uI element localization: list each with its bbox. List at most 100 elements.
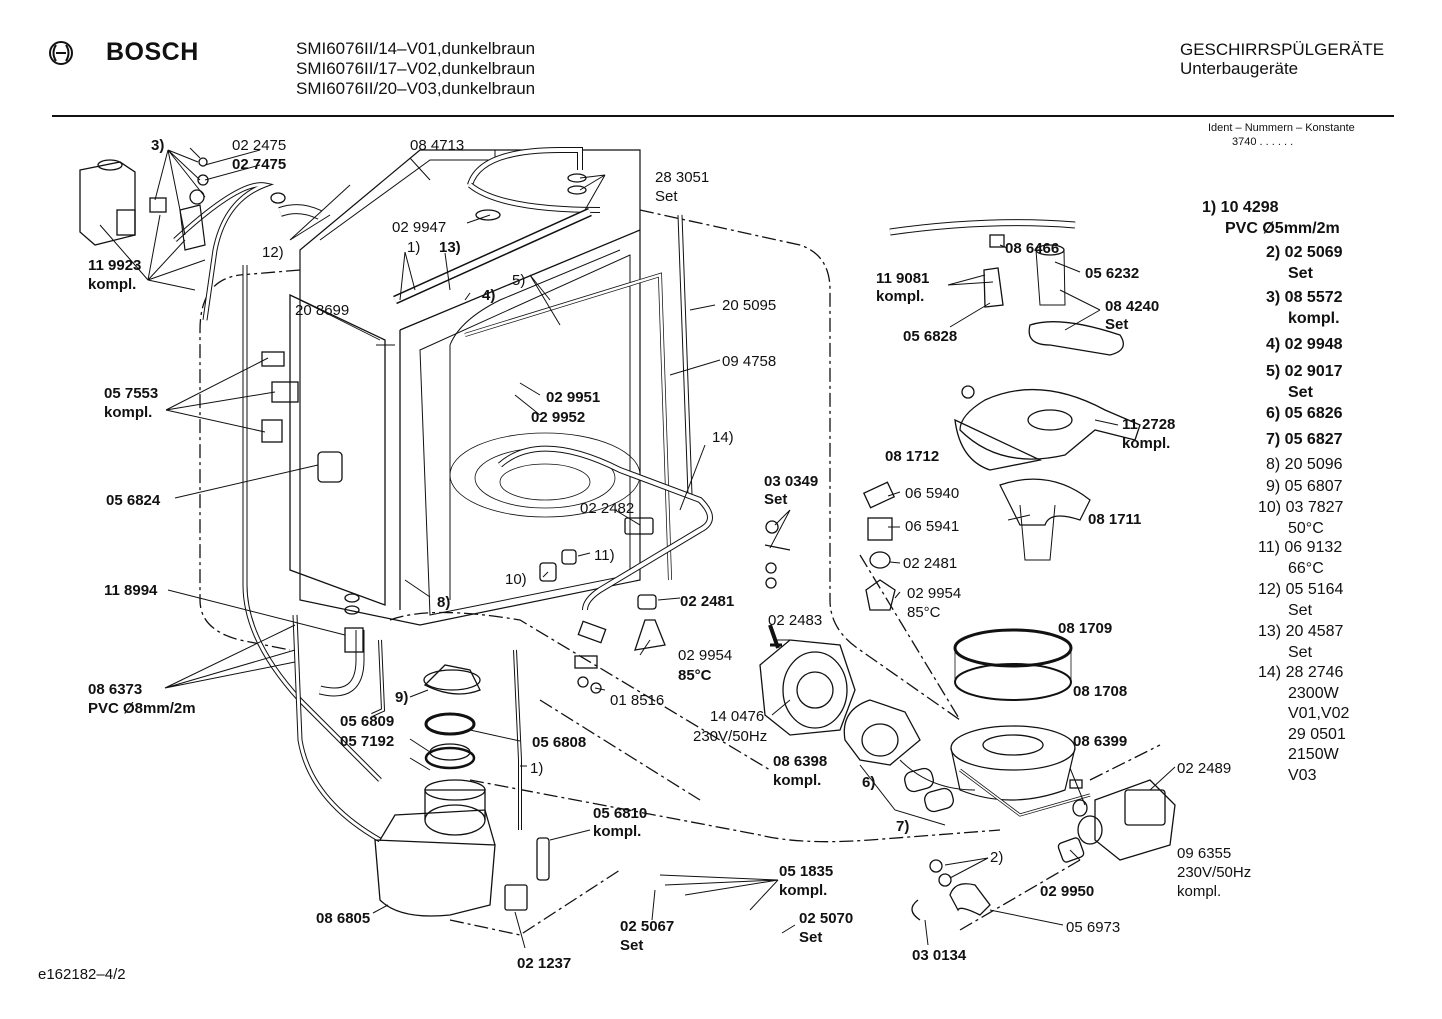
header-rule [52,115,1394,117]
bosch-logo: BOSCH [48,38,208,68]
callout-label-1: 1) [407,239,420,256]
legend-entry-line: PVC Ø5mm/2m [1225,219,1340,237]
ident-title: Ident – Nummern – Konstante [1208,122,1355,134]
legend-entry-line: V01,V02 [1288,705,1350,722]
callout-label-205095: 20 5095 [722,297,776,314]
callout-label-7: 7) [896,818,909,835]
callout-label-kompl7: kompl. [1122,435,1170,452]
ident-block: Ident – Nummern – Konstante 3740 . . . .… [1208,121,1355,149]
callout-label-119923: 11 9923 [88,257,141,274]
callout-label-056824: 05 6824 [106,492,161,509]
legend-entry-line: 3) 08 5572 [1266,289,1343,306]
callout-label-6: 6) [862,774,875,791]
callout-label-283051: 28 3051 [655,169,709,186]
legend-entry-line: 7) 05 6827 [1266,431,1343,448]
callout-label-9: 9) [395,689,408,706]
callout-label-12: 12) [262,244,284,261]
callout-label-086805: 08 6805 [316,910,370,927]
ident-value: 3740 . . . . . . [1232,136,1294,148]
callout-label-set3: Set [620,937,643,954]
callout-label-kompl4: kompl. [593,823,641,840]
legend-entry-line: 2300W [1288,684,1339,702]
callout-label-13: 13) [439,239,461,256]
callout-label-029952: 02 9952 [531,409,585,426]
callout-label-022482: 02 2482 [580,500,634,517]
callout-label-065940: 06 5940 [905,485,959,502]
callout-label-set5: Set [1105,316,1128,333]
callout-label-4: 4) [482,287,495,304]
callout-label-051835: 05 1835 [779,863,833,880]
callout-label-084240: 08 4240 [1105,298,1159,315]
callout-label-pvc8: PVC Ø8mm/2m [88,700,196,717]
legend-entry-line: Set [1288,383,1313,401]
model-line: SMI6076II/17–V02,dunkelbraun [296,59,536,78]
callout-label-081711: 08 1711 [1088,511,1141,528]
callout-label-set2: Set [764,491,787,508]
brand-name: BOSCH [106,38,199,66]
callout-label-056232: 05 6232 [1085,265,1139,282]
category-block: GESCHIRRSPÜLGERÄTE Unterbaugeräte [1180,40,1384,78]
callout-label-086398: 08 6398 [773,753,827,770]
callout-label-2: 2) [990,849,1003,866]
callout-label-kompl5: kompl. [779,882,827,899]
callout-label-056810: 05 6810 [593,805,647,822]
callout-label-kompl8: kompl. [1177,883,1221,900]
callout-label-208699: 20 8699 [295,302,349,319]
legend-entry-line: 2150W [1288,746,1339,763]
callout-label-022481a: 02 2481 [680,593,734,610]
callout-label-set1: Set [655,188,678,205]
callout-label-8: 8) [437,594,450,611]
callout-label-030349: 03 0349 [764,473,818,490]
callout-label-kompl2: kompl. [104,404,152,421]
callout-label-057192: 05 7192 [340,733,394,750]
callout-label-081709: 08 1709 [1058,620,1112,637]
callout-label-022489: 02 2489 [1177,760,1231,777]
legend-entry-line: 6) 05 6826 [1266,405,1343,422]
callout-label-030134: 03 0134 [912,947,967,964]
callout-label-065941: 06 5941 [905,518,959,535]
callout-label-11: 11) [594,547,615,564]
drawing-code: e162182–4/2 [38,966,126,983]
callout-label-kompl3: kompl. [773,772,821,789]
callout-label-056809: 05 6809 [340,713,394,730]
legend-entry-line: Set [1288,264,1313,282]
callout-label-14: 14) [712,429,734,446]
legend-entry-line: 8) 20 5096 [1266,456,1343,473]
legend-entry-line: 12) 05 5164 [1258,581,1344,598]
legend-entry-line: Set [1288,643,1313,661]
legend-entry-line: 10) 03 7827 [1258,499,1344,516]
callout-label-kompl1: kompl. [88,276,136,293]
legend-entry-line: 1) 10 4298 [1202,199,1279,216]
legend-entry-line: kompl. [1288,309,1340,327]
callout-label-029947: 02 9947 [392,219,446,236]
callout-label-029950: 02 9950 [1040,883,1094,900]
callout-label-056973: 05 6973 [1066,919,1120,936]
legend-entry-line: 50°C [1288,519,1324,537]
callout-label-029951: 02 9951 [546,389,600,406]
legend-entry-line: 66°C [1288,559,1324,577]
model-list: SMI6076II/14–V01,dunkelbraun SMI6076II/1… [296,39,535,99]
legend-entry-line: V03 [1288,766,1317,784]
legend-entry-line: Set [1288,601,1313,619]
callout-label-056808: 05 6808 [532,734,586,751]
model-line: SMI6076II/14–V01,dunkelbraun [296,39,536,58]
category-title: GESCHIRRSPÜLGERÄTE [1180,40,1385,59]
legend-entry-line: 14) 28 2746 [1258,664,1344,681]
callout-label-10: 10) [505,571,527,588]
callout-label-025070: 02 5070 [799,910,853,927]
legend-entry-line: 11) 06 9132 [1258,539,1343,556]
legend-entry-line: 29 0501 [1288,725,1346,743]
callout-label-094758: 09 4758 [722,353,776,370]
callout-label-118994: 11 8994 [104,582,158,599]
callout-label-1b: 1) [530,760,543,777]
callout-label-3: 3) [151,137,164,154]
callout-label-112728: 11 2728 [1122,416,1175,433]
callout-label-029954a: 02 9954 [678,647,732,664]
callout-label-081708: 08 1708 [1073,683,1127,700]
callout-label-086373: 08 6373 [88,681,142,698]
callout-label-022483: 02 2483 [768,612,822,629]
callout-label-230v1: 230V/50Hz [693,728,767,745]
callout-label-140476: 14 0476 [710,708,764,725]
